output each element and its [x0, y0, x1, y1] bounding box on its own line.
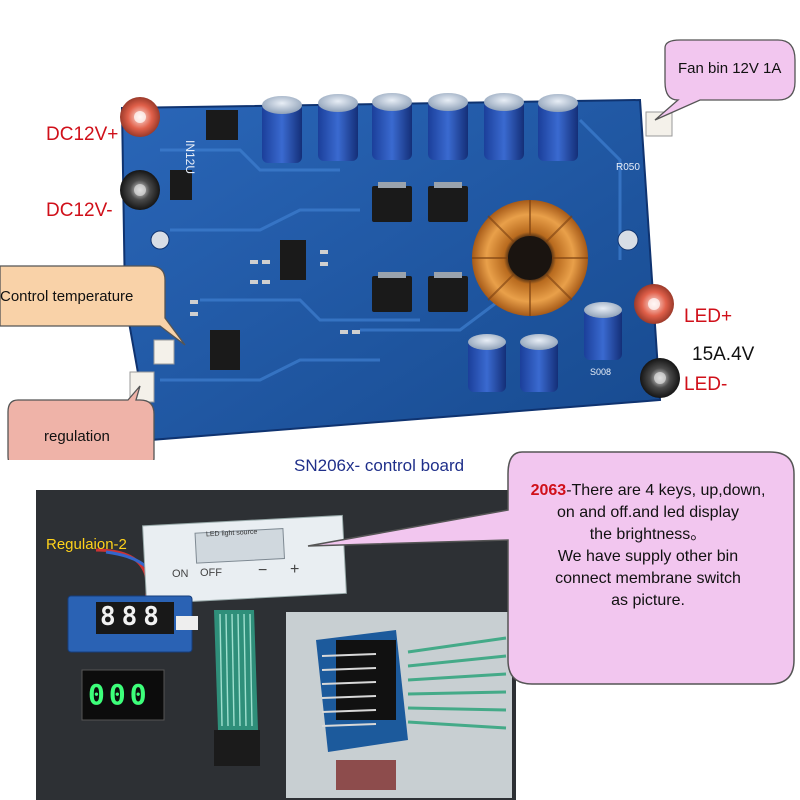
control-temperature-label: Control temperature: [0, 288, 134, 305]
connector-inset: [286, 612, 512, 798]
keys-callout-bubble: [307, 451, 795, 685]
capacitor-row: [262, 93, 578, 163]
board-print-s008: S008: [590, 367, 611, 377]
board-print-in12v: IN12U: [183, 140, 197, 174]
callout-line-5: connect membrane switch: [555, 570, 741, 587]
led-minus-terminal: [640, 358, 680, 398]
callout-line-4: We have supply other bin: [557, 548, 739, 565]
led-plus-terminal: [634, 284, 674, 324]
green-led-inset: [81, 669, 165, 721]
dc-plus-terminal: [120, 97, 160, 137]
capacitor-lower: [468, 302, 622, 392]
dc-plus-label: DC12V+: [46, 124, 119, 145]
mosfet-chips: [170, 110, 468, 370]
regulation-label: regulation: [44, 428, 110, 445]
temp-callout-bubble: [0, 265, 186, 346]
smd-components: [190, 250, 360, 334]
dc-minus-label: DC12V-: [46, 200, 113, 221]
toroid-inductor: [472, 200, 588, 316]
mosfet-tabs: [378, 182, 462, 278]
temp-connector: [153, 339, 175, 365]
seven-segment-top: 888: [100, 602, 165, 632]
board-print-r050: R050: [616, 162, 640, 173]
model-number: 2063: [530, 482, 567, 499]
mounting-holes: [150, 229, 639, 251]
callout-line-1: 2063-There are 4 keys, up,down,: [512, 480, 784, 502]
membrane-minus-key: −: [258, 562, 268, 579]
rating-label: 15A.4V: [692, 344, 755, 365]
membrane-photo: [36, 490, 516, 800]
callout-line-1-text: -There are 4 keys, up,down,: [566, 482, 766, 499]
regulation-2-label: Regulaion-2: [46, 536, 127, 553]
callout-line-3: the brightness。: [589, 526, 707, 543]
pcb-traces: [160, 118, 622, 382]
membrane-plus-key: +: [290, 561, 300, 578]
membrane-off-key: OFF: [200, 567, 222, 579]
regulation-callout-bubble: [7, 385, 155, 460]
led-minus-label: LED-: [684, 374, 728, 395]
callout-line-2: on and off.and led display: [556, 504, 740, 521]
control-board-photo: IN12U R050 S008: [0, 39, 796, 460]
fan-callout-bubble: [654, 39, 796, 121]
membrane-on-key: ON: [172, 568, 189, 580]
board-caption: SN206x- control board: [294, 456, 465, 475]
fan-connector: [645, 111, 673, 137]
membrane-panel: [142, 514, 347, 605]
keys-callout-text: 2063-There are 4 keys, up,down, on and o…: [512, 480, 784, 612]
fan-bin-label: Fan bin 12V 1A: [678, 60, 782, 77]
dc-minus-terminal: [120, 170, 160, 210]
led-plus-label: LED+: [684, 306, 733, 327]
ribbon-cable: [214, 610, 258, 730]
seven-segment-bottom: 000: [88, 678, 151, 711]
callout-line-6: as picture.: [611, 592, 685, 609]
